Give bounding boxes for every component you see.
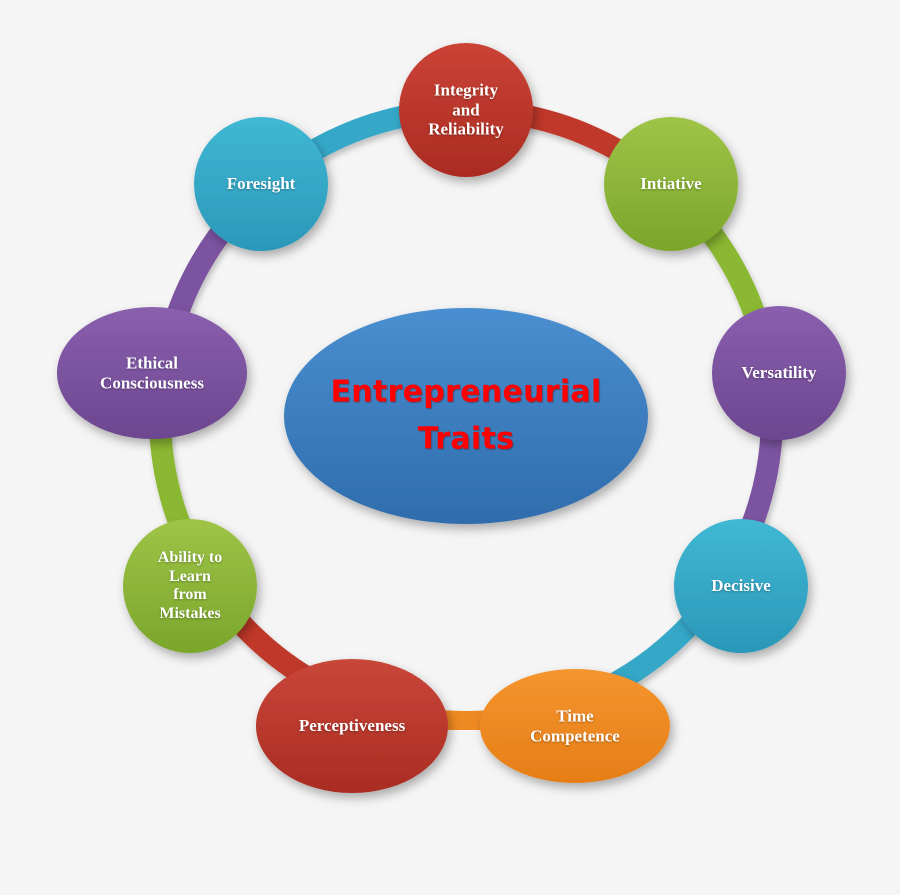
- center-node-entrepreneurial-traits[interactable]: [284, 308, 648, 524]
- node-intiative[interactable]: [604, 117, 738, 251]
- node-ethical-consciousness[interactable]: [57, 307, 247, 439]
- node-ability-to-learn-from-mistakes[interactable]: [123, 519, 257, 653]
- node-integrity-and-reliability[interactable]: [399, 43, 533, 177]
- node-time-competence[interactable]: [480, 669, 670, 783]
- node-foresight[interactable]: [194, 117, 328, 251]
- node-perceptiveness[interactable]: [256, 659, 448, 793]
- center-node-layer: [284, 308, 648, 524]
- node-decisive[interactable]: [674, 519, 808, 653]
- nodes-layer: [57, 43, 846, 793]
- node-versatility[interactable]: [712, 306, 846, 440]
